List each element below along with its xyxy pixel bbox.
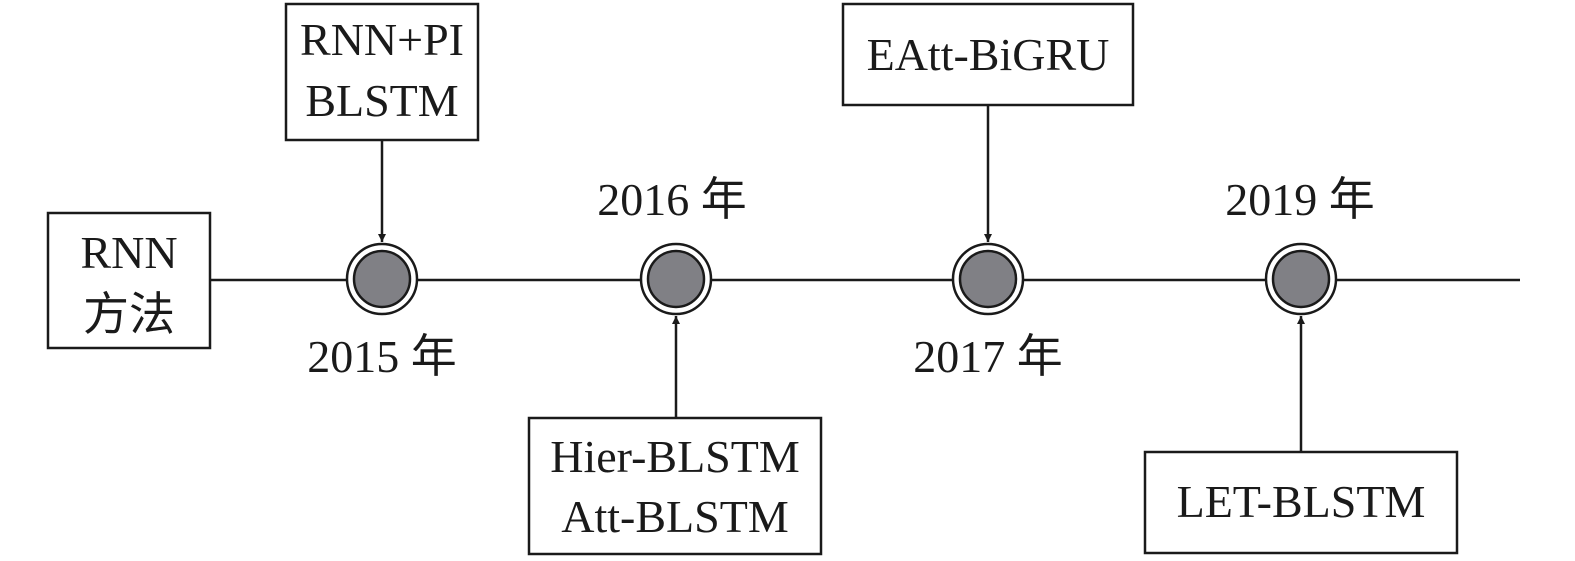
method-box-eatt-bigru: EAtt-BiGRU bbox=[841, 2, 1135, 107]
method-box-frame bbox=[1143, 450, 1459, 555]
method-box-line1: Hier-BLSTM bbox=[550, 431, 800, 482]
milestone-node-core bbox=[352, 249, 412, 309]
milestone-node-2017 bbox=[951, 242, 1025, 316]
method-box-line1: EAtt-BiGRU bbox=[867, 29, 1110, 80]
method-box-rnn-pi: RNN+PI BLSTM bbox=[284, 2, 480, 142]
method-box-let-blstm: LET-BLSTM bbox=[1143, 450, 1459, 555]
milestone-node-core bbox=[1271, 249, 1331, 309]
milestone-node-2016 bbox=[639, 242, 713, 316]
method-box-line2: Att-BLSTM bbox=[561, 491, 788, 542]
milestone-node-2015 bbox=[345, 242, 419, 316]
start-box-line1: RNN bbox=[80, 227, 177, 278]
method-box-frame bbox=[527, 416, 823, 556]
method-box-line1: LET-BLSTM bbox=[1177, 476, 1426, 527]
milestone-node-core bbox=[646, 249, 706, 309]
milestone-node-core bbox=[958, 249, 1018, 309]
method-box-line1: RNN+PI bbox=[300, 14, 464, 65]
year-label-2016: 2016 年 bbox=[597, 174, 747, 225]
year-label-2015: 2015 年 bbox=[307, 331, 457, 382]
method-box-line2: BLSTM bbox=[305, 75, 458, 126]
start-box-line2: 方法 bbox=[83, 289, 175, 340]
method-box-frame bbox=[841, 2, 1135, 107]
year-label-2017: 2017 年 bbox=[913, 331, 1063, 382]
milestone-node-2019 bbox=[1264, 242, 1338, 316]
method-box-hier-att-blstm: Hier-BLSTM Att-BLSTM bbox=[527, 416, 823, 556]
year-label-2019: 2019 年 bbox=[1225, 174, 1375, 225]
start-box-frame bbox=[46, 211, 212, 350]
start-box: RNN 方法 bbox=[46, 211, 212, 350]
